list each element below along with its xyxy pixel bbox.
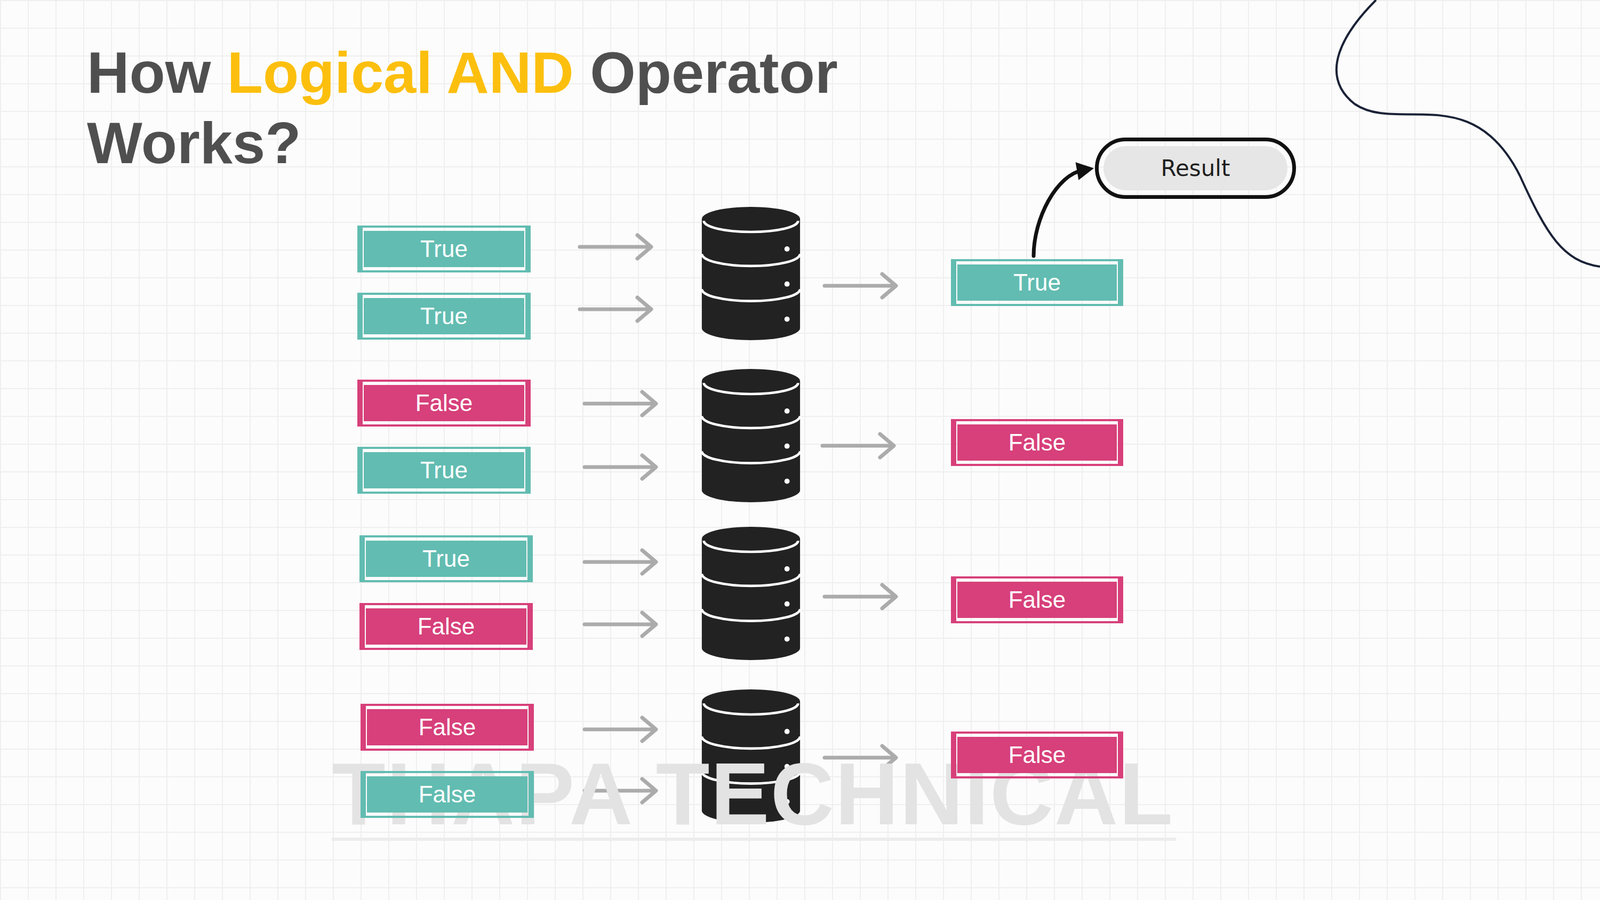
title-word: How [86, 39, 211, 106]
value-label: True [420, 235, 468, 263]
database-icon [701, 526, 800, 661]
arrowhead [1075, 162, 1094, 181]
input-box: False [357, 379, 531, 427]
input-arrow [584, 717, 656, 742]
value-label: True [420, 457, 468, 484]
output-box: False [950, 731, 1124, 779]
value-label: False [1008, 586, 1067, 614]
connector [1033, 162, 1094, 256]
input-box: False [360, 704, 534, 751]
value-label: False [1008, 429, 1067, 456]
input-box: False [359, 603, 533, 651]
input-box: True [357, 446, 531, 494]
input-arrow [584, 612, 656, 637]
value-label: True [420, 302, 468, 330]
value-label: True [1013, 269, 1061, 296]
result-label: Result [1161, 155, 1231, 182]
title: How Logical AND Operator Works? [86, 37, 1037, 179]
value-label: False [418, 714, 477, 741]
input-arrow [584, 392, 656, 416]
title-word: Logical [227, 39, 433, 106]
title-word: Operator [589, 39, 838, 106]
output-box: False [950, 576, 1124, 624]
output-box: False [950, 419, 1124, 467]
input-arrow [579, 297, 652, 322]
output-arrow [822, 434, 894, 458]
database-icon [701, 206, 800, 341]
database-icon [701, 369, 800, 503]
input-arrow [584, 455, 656, 479]
value-label: True [422, 545, 470, 573]
result-pill: Result [1094, 137, 1296, 199]
input-box: True [357, 292, 531, 340]
value-label: False [415, 389, 474, 417]
input-box: True [357, 225, 531, 273]
value-label: False [1008, 741, 1067, 769]
decor-curve [1336, 0, 1600, 267]
input-arrow [584, 550, 656, 574]
input-arrow [579, 235, 652, 259]
output-box: True [950, 259, 1124, 307]
value-label: False [418, 781, 477, 808]
output-arrow [824, 274, 896, 298]
input-box: False [360, 771, 534, 819]
value-label: False [417, 613, 476, 640]
title-word: AND [446, 39, 574, 106]
title-word: Works? [86, 109, 301, 176]
output-arrow [824, 585, 896, 609]
input-box: True [359, 535, 533, 583]
connector-line [1033, 170, 1084, 256]
